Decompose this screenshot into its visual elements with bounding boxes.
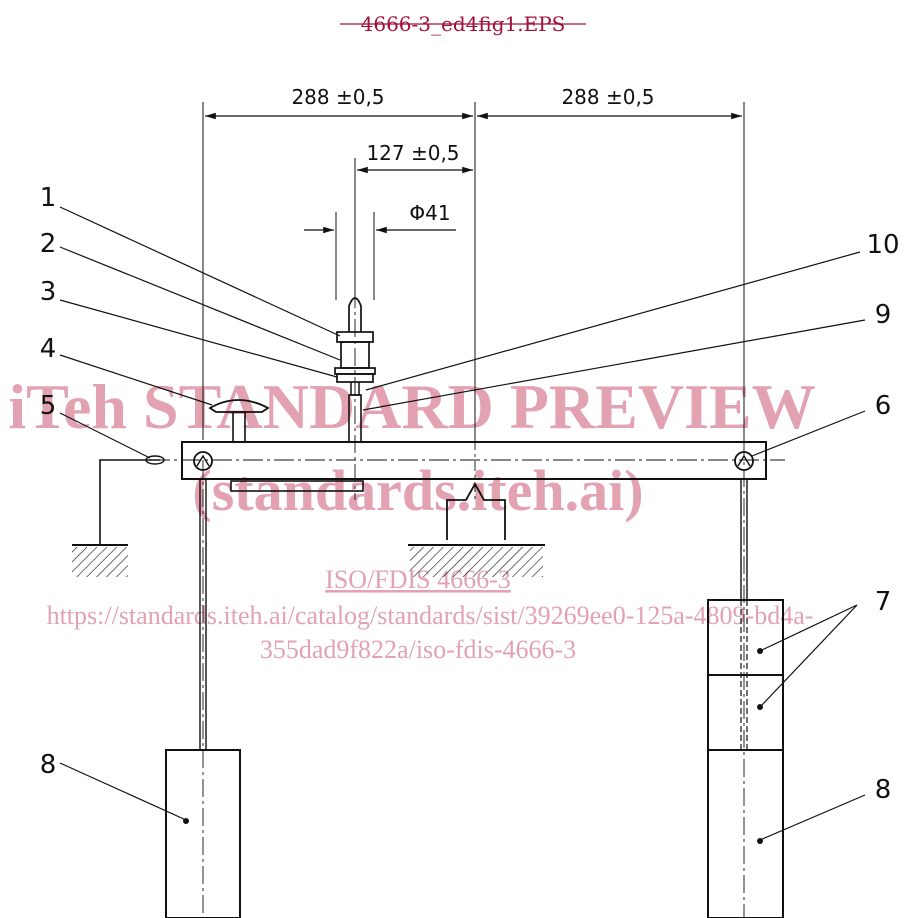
leader-3 xyxy=(59,299,338,378)
dim-text-left: 288 ±0,5 xyxy=(291,85,384,109)
beam xyxy=(181,441,767,480)
ground-hatch-left xyxy=(72,547,128,577)
dot-8-left xyxy=(183,818,189,824)
dim-text-offset: 127 ±0,5 xyxy=(366,141,459,165)
leader-4 xyxy=(59,354,213,406)
pin-notch-right xyxy=(737,454,751,467)
callout-3: 3 xyxy=(40,277,57,307)
adjust-knob-head xyxy=(208,399,270,413)
callout-7: 7 xyxy=(875,587,892,617)
leader-9 xyxy=(362,319,866,411)
leader-6 xyxy=(751,410,866,457)
pin-notch-left xyxy=(196,454,210,467)
tool-tip xyxy=(348,297,362,332)
leader-10 xyxy=(365,251,861,391)
callout-4: 4 xyxy=(40,334,57,364)
leader-5 xyxy=(59,412,151,459)
fulcrum-support xyxy=(446,482,506,540)
dot-8-right xyxy=(757,838,763,844)
callout-5: 5 xyxy=(40,391,57,421)
callout-6: 6 xyxy=(875,391,892,421)
wire-clip xyxy=(145,455,165,465)
leader-1 xyxy=(59,206,341,337)
callout-8-left: 8 xyxy=(40,750,57,780)
bottom-strip xyxy=(230,480,364,492)
pivot-pin-right xyxy=(734,451,754,471)
leader-dots xyxy=(183,648,763,844)
leader-8-left xyxy=(59,762,187,821)
dim-text-diameter: Φ41 xyxy=(409,201,450,225)
callout-1: 1 xyxy=(40,183,57,213)
callout-9: 9 xyxy=(875,300,892,330)
callout-8-right: 8 xyxy=(875,775,892,805)
tool-shaft xyxy=(348,394,362,443)
watermark-url: https://standards.iteh.ai/catalog/standa… xyxy=(47,601,814,630)
weight-right xyxy=(707,749,784,918)
leader-7a xyxy=(761,604,858,651)
callout-2: 2 xyxy=(40,229,57,259)
dot-7a xyxy=(757,648,763,654)
dim-text-right: 288 ±0,5 xyxy=(561,85,654,109)
watermark-url-tail: 355dad9f822a/iso-fdis-4666-3 xyxy=(260,635,576,664)
ground-wire xyxy=(99,459,160,545)
tool-flange-2 xyxy=(336,373,374,383)
leader-8-right xyxy=(759,794,866,841)
watermark: iTeh STANDARD PREVIEW (standards.iteh.ai… xyxy=(8,371,815,664)
leader-2 xyxy=(59,246,341,361)
adjust-knob-stem xyxy=(232,411,246,443)
extra-weight-lower xyxy=(707,674,784,751)
leader-7b xyxy=(761,604,858,706)
ground-hatch-center xyxy=(410,547,543,577)
callout-10: 10 xyxy=(866,230,899,260)
figure-caption: 4666-3_ed4fig1.EPS xyxy=(340,12,586,36)
pivot-pin-left xyxy=(193,451,213,471)
dot-7b xyxy=(757,704,763,710)
watermark-title: iTeh STANDARD PREVIEW xyxy=(8,371,815,442)
weight-left xyxy=(165,749,241,918)
